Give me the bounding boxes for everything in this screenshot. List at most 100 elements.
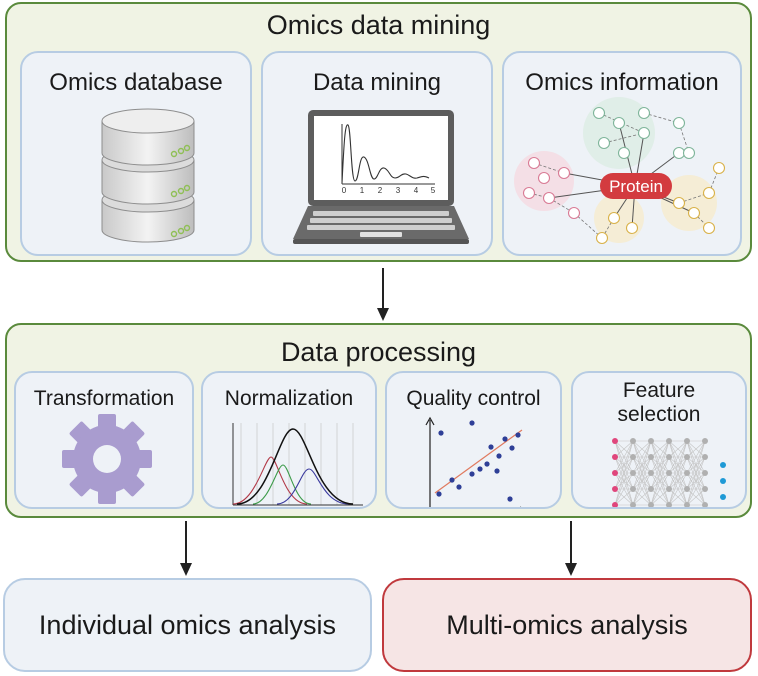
network-edge: [668, 456, 688, 506]
network-edge: [686, 440, 706, 490]
card-title: Omics information: [525, 69, 719, 96]
network-edge: [614, 488, 634, 506]
card-title: Omics database: [49, 69, 223, 96]
network-edge: [650, 440, 670, 474]
network-edge: [614, 472, 634, 506]
network-edge: [614, 440, 634, 458]
network-edge: [686, 488, 706, 506]
laptop-icon: 0 1 2 3 4 5: [293, 110, 469, 244]
network-edge: [650, 440, 670, 490]
network-edge: [614, 440, 634, 506]
neural-network-icon: [612, 438, 726, 507]
network-node: [702, 502, 708, 507]
axis-tick-1: 1: [360, 186, 365, 195]
normalization-card: Normalization: [201, 371, 377, 509]
network-node: [684, 486, 690, 492]
network-edge: [668, 440, 688, 458]
network-edge: [668, 440, 688, 506]
omics-database-card: Omics database: [20, 51, 252, 256]
network-node: [648, 502, 654, 507]
data-processing-panel: Data processing Transformation Normaliza…: [5, 323, 752, 518]
network-edge: [686, 472, 706, 506]
omics-data-mining-panel: Omics data mining Omics database: [5, 2, 752, 262]
network-node: [666, 454, 672, 460]
network-edge: [632, 488, 652, 506]
network-node: [684, 454, 690, 460]
network-node: [630, 486, 636, 492]
network-node: [666, 486, 672, 492]
network-node: [612, 454, 618, 460]
network-edge: [650, 440, 670, 506]
network-edge: [650, 488, 670, 506]
data-mining-card: Data mining 0 1 2 3 4 5: [261, 51, 493, 256]
section-title: Omics data mining: [266, 10, 491, 40]
network-output-node: [720, 478, 726, 484]
axis-tick-2: 2: [378, 186, 383, 195]
network-edge: [686, 440, 706, 474]
network-edge: [650, 440, 670, 458]
network-edge: [614, 456, 634, 506]
network-edge: [668, 440, 688, 474]
arrow-down-icon: [565, 521, 577, 576]
distribution-icon: [232, 423, 363, 506]
network-node: [684, 438, 690, 444]
network-node: [666, 502, 672, 507]
network-edge: [632, 456, 652, 506]
network-edge: [632, 440, 652, 506]
axis-tick-4: 4: [414, 186, 419, 195]
individual-omics-analysis-box: Individual omics analysis: [3, 578, 372, 672]
network-node: [612, 438, 618, 444]
network-edge: [614, 440, 634, 474]
section-title: Data processing: [280, 337, 477, 367]
network-node: [684, 470, 690, 476]
scatter-icon: [425, 416, 523, 507]
network-node: [702, 438, 708, 444]
quality-control-card: Quality control: [385, 371, 562, 509]
network-node: [666, 438, 672, 444]
network-edge: [668, 488, 688, 506]
network-node: [630, 502, 636, 507]
network-edge: [632, 472, 652, 506]
network-edge: [668, 440, 688, 490]
protein-label: Protein: [609, 177, 663, 196]
network-node: [648, 438, 654, 444]
database-icon: [101, 108, 195, 243]
card-title: Transformation: [33, 387, 175, 410]
omics-information-card: Omics information: [502, 51, 742, 256]
network-node: [612, 470, 618, 476]
network-node: [684, 502, 690, 507]
network-icon: Protein: [514, 97, 726, 245]
network-node: [648, 470, 654, 476]
gear-icon: [62, 414, 152, 504]
network-edge: [632, 440, 652, 458]
network-node: [630, 438, 636, 444]
arrow-down-icon: [377, 268, 389, 321]
card-title: Data mining: [312, 69, 442, 96]
network-edge: [668, 472, 688, 506]
network-node: [648, 486, 654, 492]
network-edge: [632, 440, 652, 490]
card-title: Normalization: [224, 387, 354, 410]
network-node: [702, 486, 708, 492]
arrow-down-icon: [180, 521, 192, 576]
network-node: [612, 486, 618, 492]
axis-tick-0: 0: [342, 186, 347, 195]
network-node: [702, 454, 708, 460]
axis-tick-5: 5: [431, 186, 436, 195]
card-title-line-1: Feature: [622, 379, 696, 402]
transformation-card: Transformation: [14, 371, 194, 509]
network-node: [612, 502, 618, 507]
network-edge: [650, 456, 670, 506]
network-edge: [650, 472, 670, 506]
multi-omics-analysis-box: Multi-omics analysis: [382, 578, 752, 672]
network-node: [630, 470, 636, 476]
network-node: [630, 454, 636, 460]
network-edge: [686, 440, 706, 506]
network-node: [702, 470, 708, 476]
network-edge: [686, 456, 706, 506]
network-output-node: [720, 494, 726, 500]
network-output-node: [720, 462, 726, 468]
feature-selection-card: Feature selection: [571, 371, 747, 509]
card-title: Quality control: [406, 387, 541, 410]
network-edge: [686, 440, 706, 458]
